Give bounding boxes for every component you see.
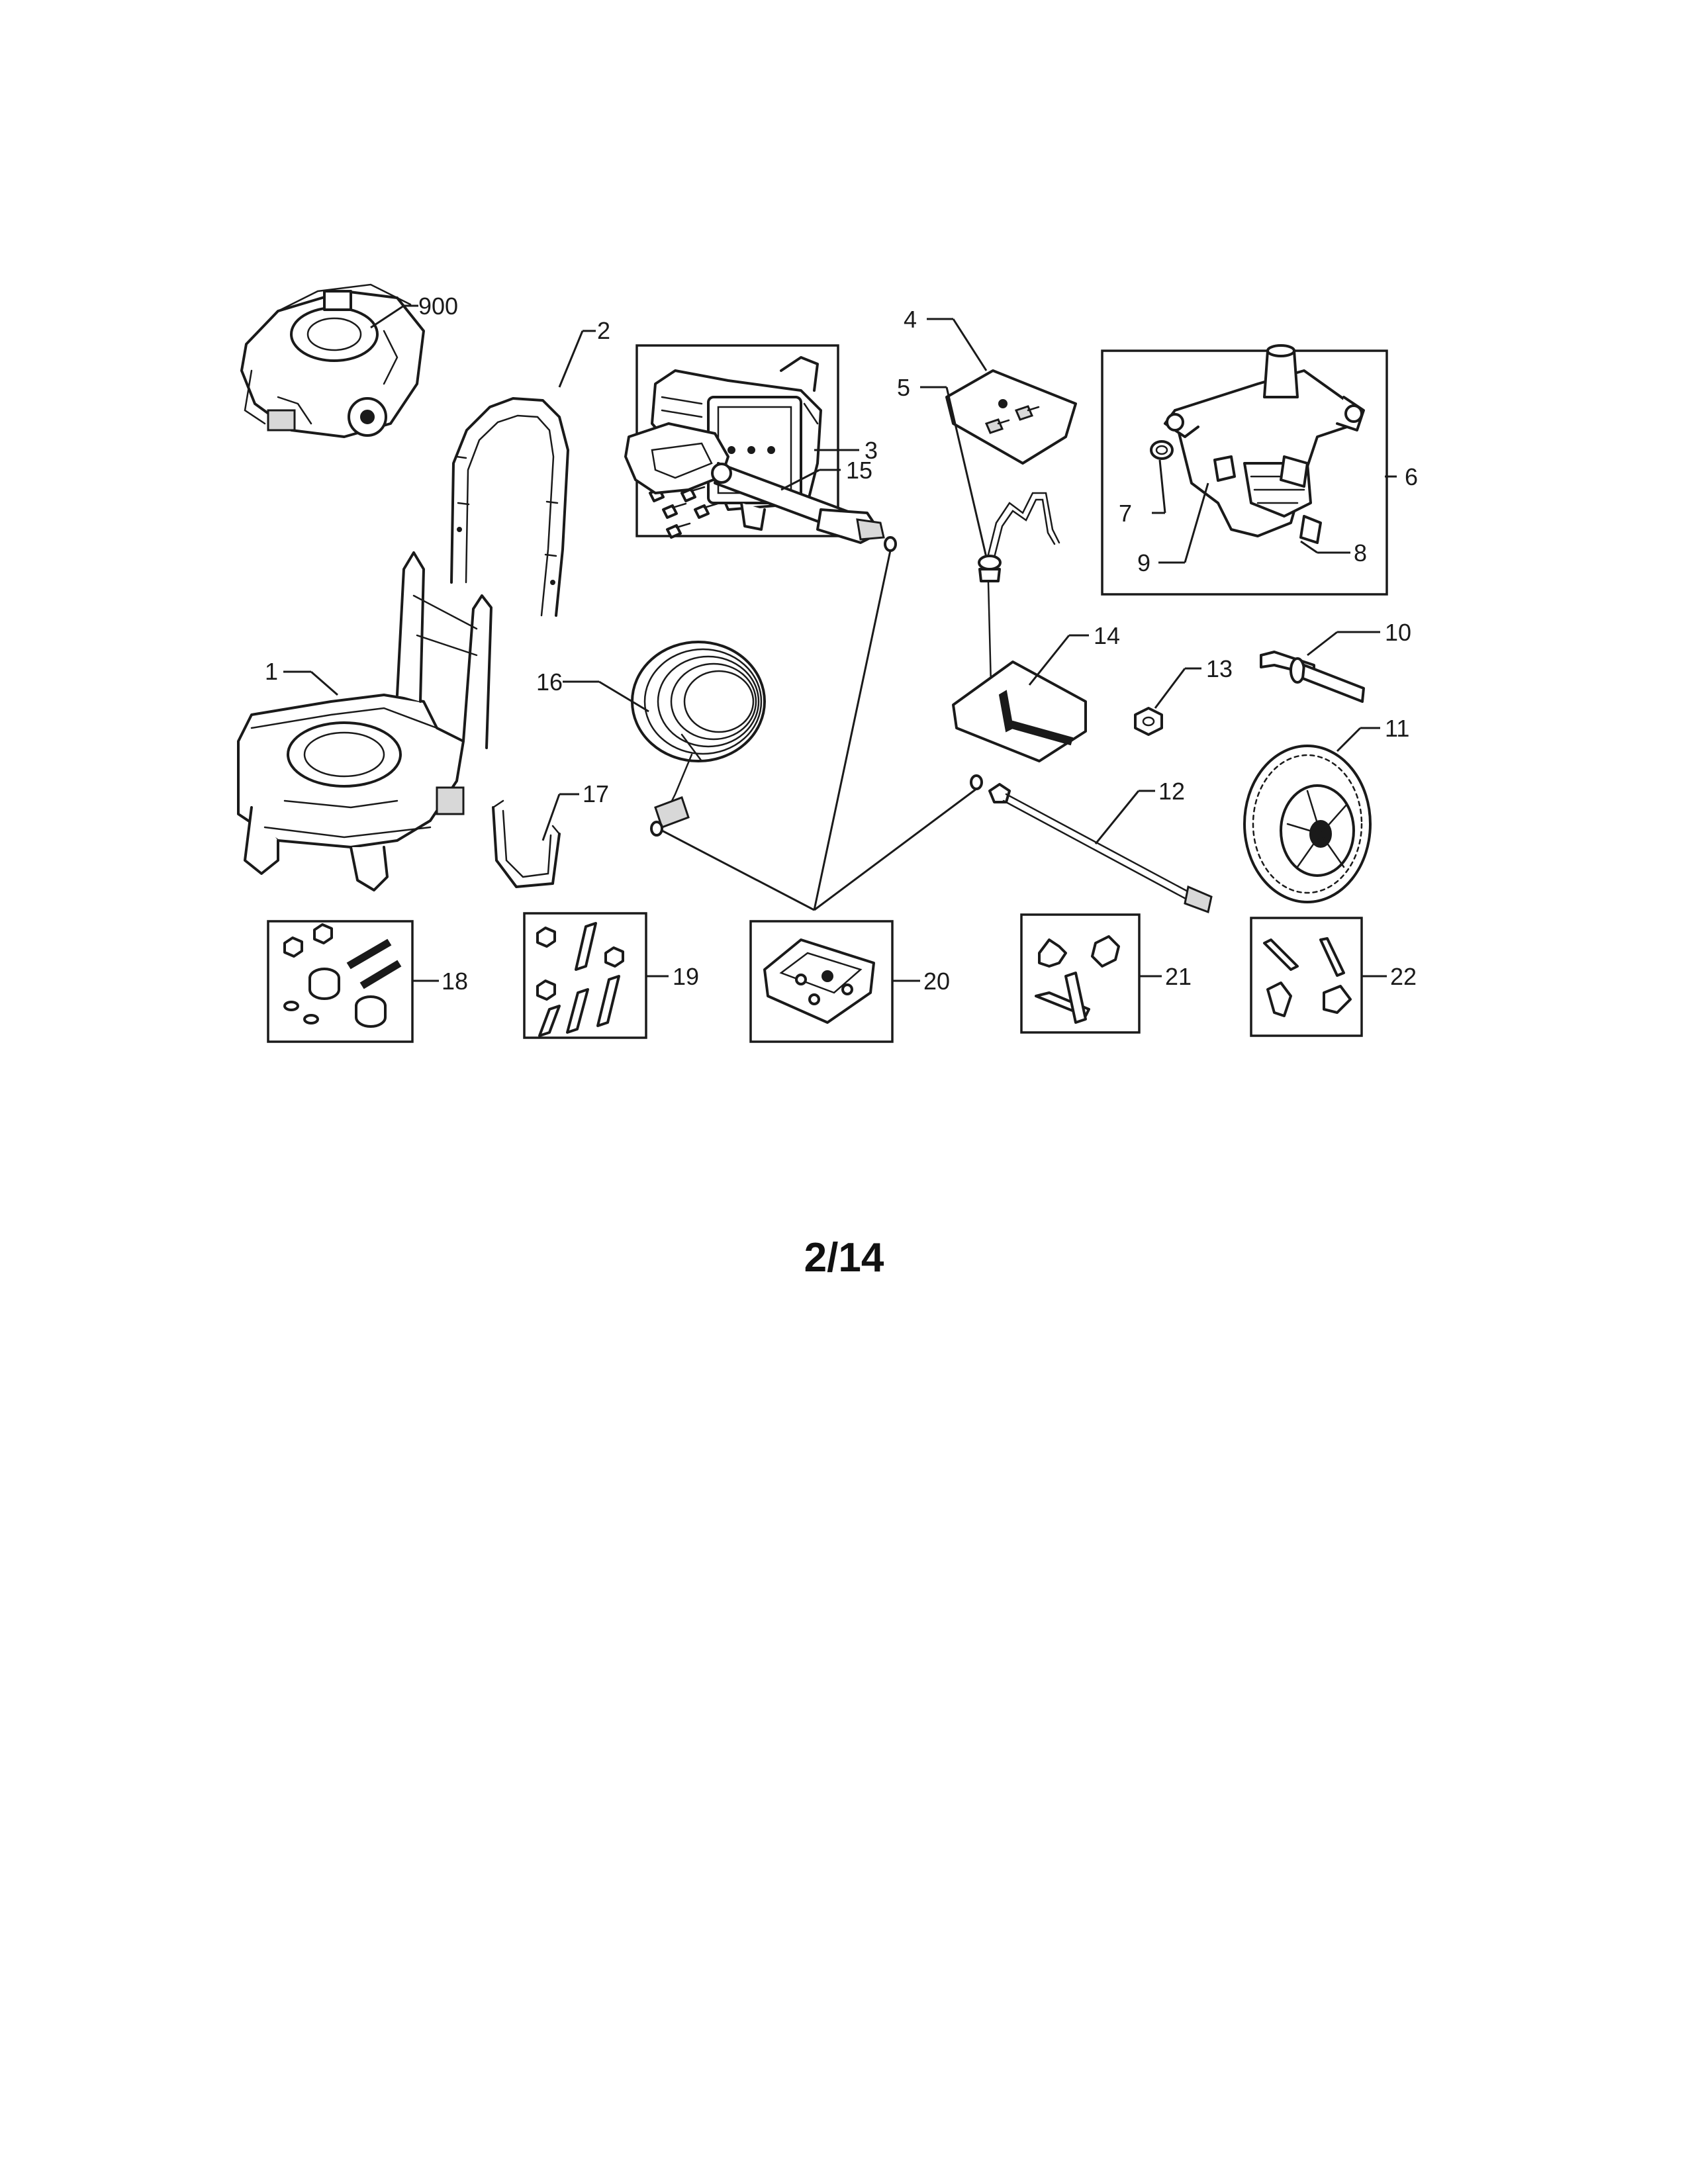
callout-19: 19 bbox=[673, 963, 699, 990]
callout-18: 18 bbox=[442, 968, 468, 995]
screws bbox=[649, 486, 719, 539]
leader-line bbox=[814, 788, 977, 911]
lance-part bbox=[988, 783, 1213, 914]
callout-12: 12 bbox=[1158, 778, 1185, 805]
frame-part bbox=[237, 551, 492, 891]
leader-line bbox=[661, 829, 815, 911]
hardware-kit-22-box bbox=[1250, 917, 1363, 1037]
knob-kit-21-box bbox=[1020, 913, 1141, 1034]
callout-8: 8 bbox=[1354, 539, 1367, 567]
callout-15: 15 bbox=[846, 457, 872, 484]
callout-4: 4 bbox=[904, 306, 917, 333]
callout-10: 10 bbox=[1385, 619, 1411, 646]
o-ring bbox=[650, 821, 663, 837]
hardware-kit-18 bbox=[283, 923, 402, 1028]
hardware-bag-part bbox=[945, 369, 1077, 465]
leader-line bbox=[1158, 459, 1166, 514]
nut-part bbox=[1134, 707, 1163, 736]
callout-11: 11 bbox=[1385, 715, 1409, 742]
callout-1: 1 bbox=[265, 658, 278, 685]
leader-line bbox=[780, 469, 820, 491]
spring-bag-part bbox=[952, 660, 1087, 762]
callout-900: 900 bbox=[418, 293, 458, 320]
leader-line bbox=[1028, 635, 1070, 686]
callout-2: 2 bbox=[597, 317, 610, 344]
nozzle-kit-20 bbox=[763, 938, 875, 1024]
dipstick-part bbox=[978, 492, 1060, 686]
handle-part bbox=[450, 397, 569, 617]
page-number: 2/14 bbox=[804, 1235, 884, 1281]
hose-part bbox=[631, 641, 766, 829]
callout-17: 17 bbox=[583, 780, 609, 807]
callout-16: 16 bbox=[536, 668, 563, 696]
leader-line bbox=[1307, 631, 1338, 657]
callout-6: 6 bbox=[1405, 463, 1418, 490]
o-ring bbox=[884, 536, 897, 552]
leader-line bbox=[1094, 790, 1140, 844]
axle-pin-part bbox=[1260, 651, 1365, 703]
leader-line bbox=[598, 680, 649, 713]
callout-5: 5 bbox=[897, 374, 910, 401]
knob-kit-21 bbox=[1035, 935, 1120, 1024]
o-ring bbox=[970, 774, 983, 790]
callout-3: 3 bbox=[865, 437, 878, 464]
leader-line bbox=[945, 387, 988, 558]
leader-line bbox=[1184, 482, 1209, 563]
callout-20: 20 bbox=[923, 968, 950, 995]
pump-part bbox=[1150, 344, 1365, 544]
callout-7: 7 bbox=[1119, 500, 1132, 527]
leader-line bbox=[1154, 668, 1186, 709]
pump-kit-box bbox=[1101, 349, 1388, 596]
hardware-kit-22 bbox=[1263, 937, 1352, 1017]
leader-line bbox=[1336, 727, 1362, 752]
leader-line bbox=[1300, 540, 1318, 554]
callout-13: 13 bbox=[1206, 655, 1233, 682]
spray-gun-part bbox=[624, 422, 885, 544]
callout-9: 9 bbox=[1137, 549, 1150, 576]
callout-14: 14 bbox=[1094, 622, 1120, 649]
callout-21: 21 bbox=[1165, 963, 1192, 990]
hose-hook-part bbox=[492, 799, 561, 888]
leader-line bbox=[813, 550, 892, 911]
hardware-kit-19 bbox=[536, 922, 624, 1037]
leader-line bbox=[370, 304, 404, 329]
engine-part bbox=[240, 283, 425, 438]
callout-22: 22 bbox=[1390, 963, 1417, 990]
leader-line bbox=[952, 318, 988, 371]
leader-line bbox=[541, 794, 561, 841]
wheel-part bbox=[1243, 745, 1372, 903]
leader-line bbox=[558, 330, 584, 388]
leader-line bbox=[310, 670, 338, 696]
